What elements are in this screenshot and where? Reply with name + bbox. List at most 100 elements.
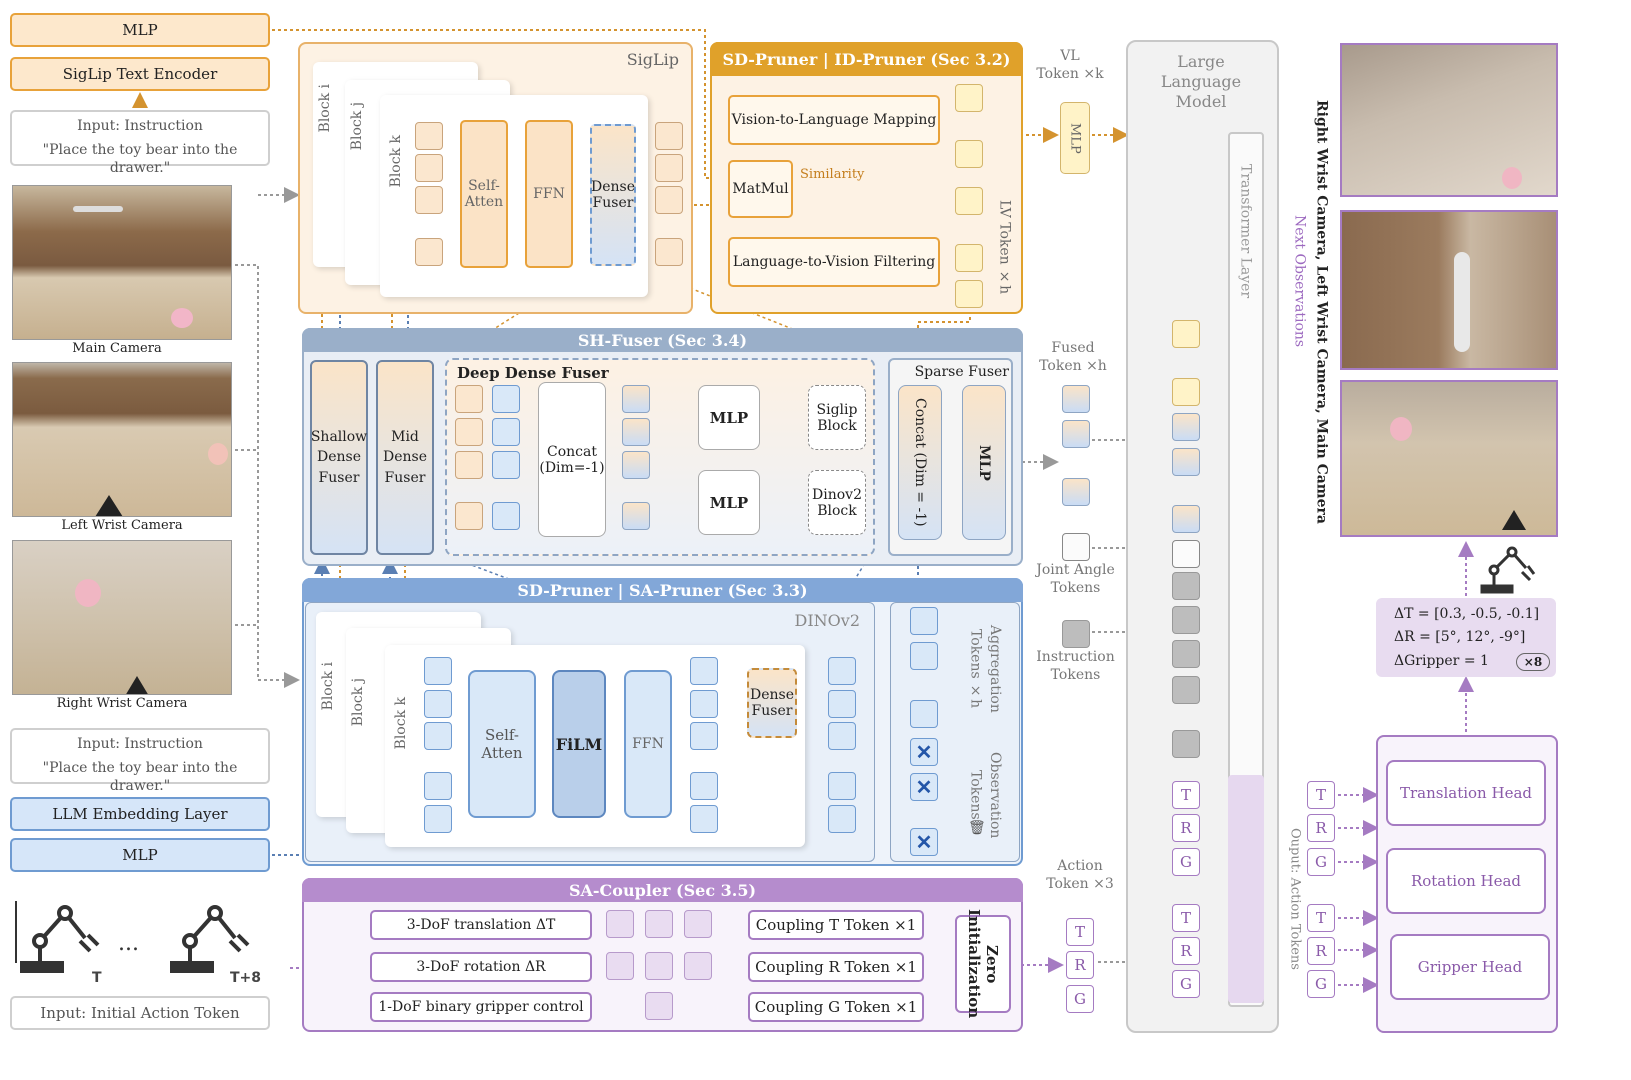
translation-head: Translation Head (1386, 760, 1546, 826)
coupling-r-token: Coupling R Token ×1 (748, 952, 924, 982)
llm-instruction-token (1172, 676, 1200, 704)
dinov2-token (424, 657, 452, 685)
zero-initialization: Zero Initialization (955, 909, 1011, 1019)
coupling-t-token: Coupling T Token ×1 (748, 910, 924, 940)
fused-token (1062, 478, 1090, 506)
deep-mlp-2: MLP (698, 470, 760, 535)
action-token-t: T (1066, 918, 1094, 946)
deep-token-b (492, 502, 520, 530)
deep-dense-fuser-title: Deep Dense Fuser (457, 364, 609, 382)
llm-vl-token (1172, 378, 1200, 406)
llm-g-token: G (1172, 848, 1200, 876)
vl-mlp: MLP (1060, 102, 1090, 174)
vl-token-label: VL Token ×k (1036, 48, 1104, 82)
next-left-wrist-image (1340, 210, 1558, 370)
output-t-token: T (1307, 781, 1335, 809)
coupler-token (645, 992, 673, 1020)
left-wrist-camera-label: Left Wrist Camera (61, 518, 183, 533)
siglip-token (415, 238, 443, 266)
siglip-dense-fuser: Dense Fuser (590, 124, 636, 266)
coupler-title: SA-Coupler (Sec 3.5) (302, 878, 1023, 902)
llm-t-token: T (1172, 904, 1200, 932)
output-g-token: G (1307, 848, 1335, 876)
v2l-mapping: Vision-to-Language Mapping (728, 95, 940, 145)
instruction-input-bottom: Input: Instruction "Place the toy bear i… (10, 728, 270, 794)
action-label-t: T (92, 970, 102, 986)
output-action-tokens-label: Ouput: Action Tokens (1287, 828, 1303, 970)
aggregation-token (910, 700, 938, 728)
main-camera-image (12, 185, 232, 340)
llm-title: Large Language Model (1160, 52, 1242, 111)
action-token-label: Action Token ×3 (1046, 858, 1114, 892)
llm-joint-token (1172, 540, 1200, 568)
main-camera-label: Main Camera (72, 341, 162, 356)
left-wrist-camera-image (12, 362, 232, 517)
output-r-token: R (1307, 937, 1335, 965)
siglip-out-token (655, 122, 683, 150)
dinov2-dense-fuser: Dense Fuser (747, 668, 797, 738)
output-r-token: R (1307, 814, 1335, 842)
dinov2-mid-token (690, 722, 718, 750)
lv-token (955, 187, 983, 215)
deep-token-o (455, 502, 483, 530)
dinov2-ffn: FFN (624, 670, 672, 818)
instruction-title-bottom: Input: Instruction (77, 736, 203, 752)
lv-token (955, 244, 983, 272)
llm-g-token: G (1172, 970, 1200, 998)
coupler-token (684, 952, 712, 980)
action-label-t8: T+8 (230, 970, 262, 986)
aggregation-label: Aggregation Tokens ×h (967, 625, 1004, 713)
right-cameras-label: Right Wrist Camera, Left Wrist Camera, M… (1313, 100, 1330, 524)
llm-instruction-token (1172, 640, 1200, 668)
similarity-label: Similarity (800, 167, 865, 182)
output-g-token: G (1307, 970, 1335, 998)
fused-token (1062, 420, 1090, 448)
coupler-rotation: 3-DoF rotation ΔR (370, 952, 592, 982)
pruned-token-icon: ✕ (910, 738, 938, 766)
aggregation-token (910, 642, 938, 670)
llm-t-token: T (1172, 781, 1200, 809)
deep-concat-token (622, 418, 650, 446)
dinov2-mid-token (690, 690, 718, 718)
fused-token (1062, 385, 1090, 413)
rotation-head: Rotation Head (1386, 848, 1546, 914)
initial-action-input: Input: Initial Action Token (10, 996, 270, 1030)
lv-token (955, 280, 983, 308)
dinov2-block-k-label: Block k (393, 697, 409, 750)
shallow-dense-fuser: Shallow Dense Fuser (310, 360, 368, 555)
transformer-action-region (1228, 775, 1264, 1003)
action-ellipsis: ... (118, 931, 139, 956)
l2v-filtering: Language-to-Vision Filtering (728, 237, 940, 287)
siglip-title: SigLip (626, 50, 679, 69)
siglip-out-token (655, 154, 683, 182)
llm-fused-token (1172, 448, 1200, 476)
dinov2-mid-token (690, 772, 718, 800)
sparse-concat: Concat (Dim = -1) (898, 385, 942, 540)
llm-r-token: R (1172, 937, 1200, 965)
dinov2-token (424, 722, 452, 750)
robot-arm-icon (15, 901, 100, 973)
coupler-token (606, 952, 634, 980)
siglip-text-encoder: SigLip Text Encoder (10, 57, 270, 91)
vl-token (955, 84, 983, 112)
coupler-token (645, 910, 673, 938)
deep-token-o (455, 385, 483, 413)
siglip-token (415, 154, 443, 182)
mlp-bottom: MLP (10, 838, 270, 872)
robot-output-icon (1480, 546, 1536, 594)
siglip-token (415, 186, 443, 214)
deep-concat: Concat (Dim=-1) (538, 382, 606, 537)
aggregation-token (910, 607, 938, 635)
trash-icon: 🗑 (968, 820, 986, 836)
dinov2-mid-token (690, 805, 718, 833)
dinov2-block-i-label: Block i (320, 662, 336, 711)
llm-r-token: R (1172, 814, 1200, 842)
dinov2-title: DINOv2 (794, 611, 860, 630)
next-right-wrist-image (1340, 43, 1558, 197)
dinov2-block-j-label: Block j (350, 678, 366, 727)
delta-t: ΔT = [0.3, -0.5, -0.1] (1394, 606, 1540, 622)
delta-gripper: ΔGripper = 1 (1394, 653, 1489, 669)
coupler-token (645, 952, 673, 980)
matmul: MatMul (728, 160, 793, 218)
coupler-gripper: 1-DoF binary gripper control (370, 992, 592, 1022)
